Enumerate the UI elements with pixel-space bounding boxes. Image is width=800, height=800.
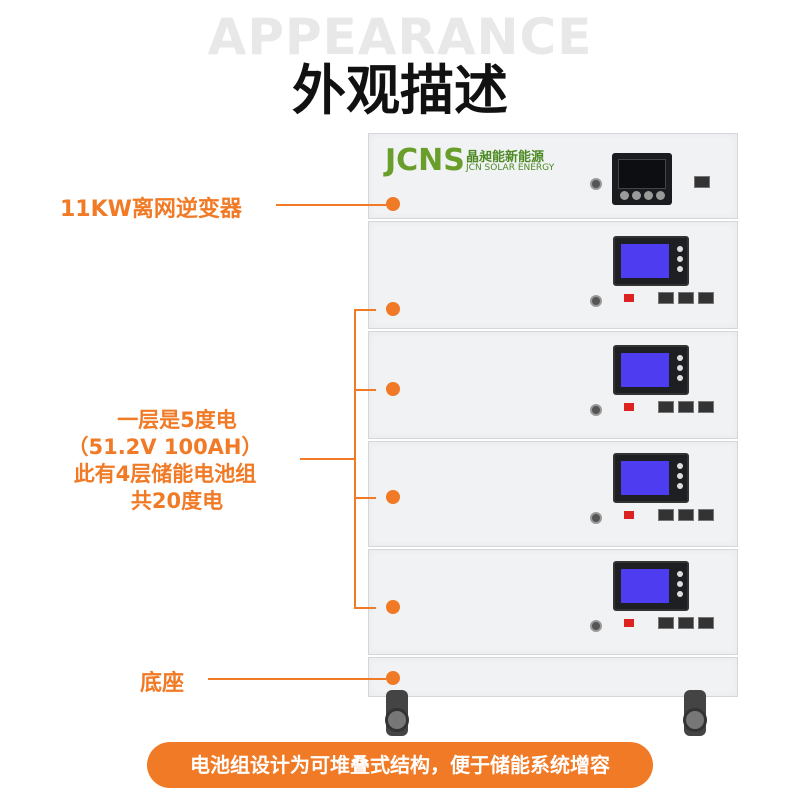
port-icon	[658, 617, 674, 629]
feature-banner: 电池组设计为可堆叠式结构，便于储能系统增容	[147, 742, 653, 788]
port-icon	[658, 292, 674, 304]
bracket-tick	[354, 309, 376, 311]
inverter-display	[618, 159, 666, 189]
battery-power-icon	[590, 620, 602, 632]
bracket-tick	[354, 497, 376, 499]
indicator-icon	[677, 463, 683, 469]
callout-dot	[386, 302, 400, 316]
inverter-control-panel	[612, 153, 672, 205]
inverter-port-icon	[694, 176, 710, 188]
callout-battery-line1: 一层是5度电	[117, 408, 237, 432]
indicator-icon	[677, 266, 683, 272]
battery-lcd-2	[613, 345, 689, 395]
callout-dot	[386, 600, 400, 614]
battery-power-icon	[590, 512, 602, 524]
callout-battery-line3: 此有4层储能电池组	[73, 462, 257, 486]
callout-line	[276, 204, 386, 206]
wheel-icon	[683, 708, 707, 732]
breaker-switch-icon	[624, 403, 634, 411]
port-icon	[698, 292, 714, 304]
background-heading: APPEARANCE	[207, 8, 593, 66]
battery-power-icon	[590, 295, 602, 307]
battery-lcd-screen	[621, 461, 669, 495]
callout-line	[300, 458, 355, 460]
wheel-icon	[385, 708, 409, 732]
callout-base: 底座	[140, 671, 185, 696]
brand-name-cn: 晶昶能新能源	[466, 150, 545, 165]
breaker-switch-icon	[624, 619, 634, 627]
indicator-icon	[677, 591, 683, 597]
inverter-button-icon	[656, 191, 665, 200]
brand-logo: JCNS	[385, 143, 465, 178]
callout-inverter: 11KW离网逆变器	[60, 197, 242, 222]
port-icon	[678, 617, 694, 629]
indicator-icon	[677, 355, 683, 361]
brand-name-en: JCN SOLAR ENERGY	[466, 163, 555, 173]
port-icon	[698, 509, 714, 521]
base-module	[368, 657, 738, 697]
bracket-line	[354, 309, 356, 609]
battery-lcd-screen	[621, 569, 669, 603]
breaker-switch-icon	[624, 294, 634, 302]
inverter-button-icon	[632, 191, 641, 200]
indicator-icon	[677, 246, 683, 252]
battery-lcd-screen	[621, 244, 669, 278]
callout-dot	[386, 671, 400, 685]
bracket-tick	[354, 607, 376, 609]
inverter-module	[368, 133, 738, 219]
indicator-icon	[677, 581, 683, 587]
callout-dot	[386, 382, 400, 396]
callout-battery-line2: （51.2V 100AH）	[67, 435, 263, 459]
battery-lcd-1	[613, 236, 689, 286]
port-icon	[678, 509, 694, 521]
battery-lcd-3	[613, 453, 689, 503]
indicator-icon	[677, 473, 683, 479]
battery-lcd-screen	[621, 353, 669, 387]
inverter-power-icon	[590, 178, 602, 190]
indicator-icon	[677, 365, 683, 371]
indicator-icon	[677, 483, 683, 489]
inverter-button-icon	[620, 191, 629, 200]
indicator-icon	[677, 571, 683, 577]
indicator-icon	[677, 375, 683, 381]
port-icon	[658, 401, 674, 413]
port-icon	[698, 401, 714, 413]
bracket-tick	[354, 389, 376, 391]
port-icon	[658, 509, 674, 521]
indicator-icon	[677, 256, 683, 262]
battery-lcd-4	[613, 561, 689, 611]
breaker-switch-icon	[624, 511, 634, 519]
port-icon	[678, 292, 694, 304]
inverter-button-icon	[644, 191, 653, 200]
callout-line	[208, 678, 386, 680]
callout-dot	[386, 197, 400, 211]
callout-dot	[386, 490, 400, 504]
callout-battery-line4: 共20度电	[130, 489, 224, 513]
port-icon	[698, 617, 714, 629]
page-title: 外观描述	[292, 59, 508, 122]
port-icon	[678, 401, 694, 413]
battery-power-icon	[590, 404, 602, 416]
